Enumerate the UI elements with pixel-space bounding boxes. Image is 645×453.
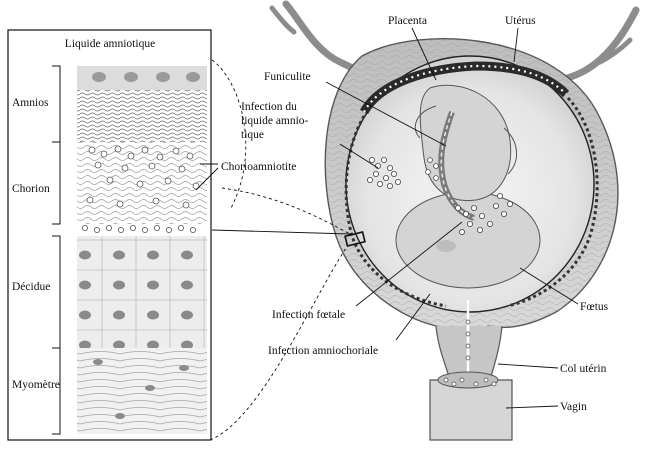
label-infection-liquide-2: liquide amnio- [241, 115, 309, 127]
tissue-column [77, 66, 207, 434]
locator-link-line [212, 230, 350, 234]
vagina [430, 380, 512, 440]
label-vagin: Vagin [560, 401, 587, 413]
label-col-uterin: Col utérin [560, 363, 607, 375]
vagin-leader [506, 406, 558, 408]
label-placenta: Placenta [388, 15, 427, 27]
inset-title: Liquide amniotique [65, 38, 155, 50]
label-funiculite: Funiculite [264, 71, 311, 83]
layer-label-amnios: Amnios [12, 97, 49, 109]
fetus-ear [436, 240, 456, 252]
decidua-tissue [77, 236, 207, 348]
amnion-stroma [77, 90, 207, 142]
layer-label-chorion: Chorion [12, 183, 50, 195]
tissue-inset: Liquide amniotique Amnios Chorion Décidu… [8, 30, 211, 440]
fetus-head [396, 192, 540, 288]
layer-label-decidue: Décidue [12, 281, 50, 293]
label-infection-liquide-3: tique [241, 129, 264, 141]
label-uterus: Utérus [505, 15, 536, 27]
label-infection-amniochoriale: Infection amniochoriale [268, 345, 378, 357]
label-foetus: Fœtus [580, 301, 609, 313]
label-chorioamniotite: Chorioamniotite [221, 161, 296, 173]
layer-label-myometre: Myomètre [12, 379, 60, 391]
label-infection-liquide-1: Infection du [241, 101, 297, 113]
label-infection-foetale: Infection fœtale [272, 309, 345, 321]
inset-zoom-dash-bottom [210, 248, 346, 440]
col-leader [498, 364, 558, 368]
